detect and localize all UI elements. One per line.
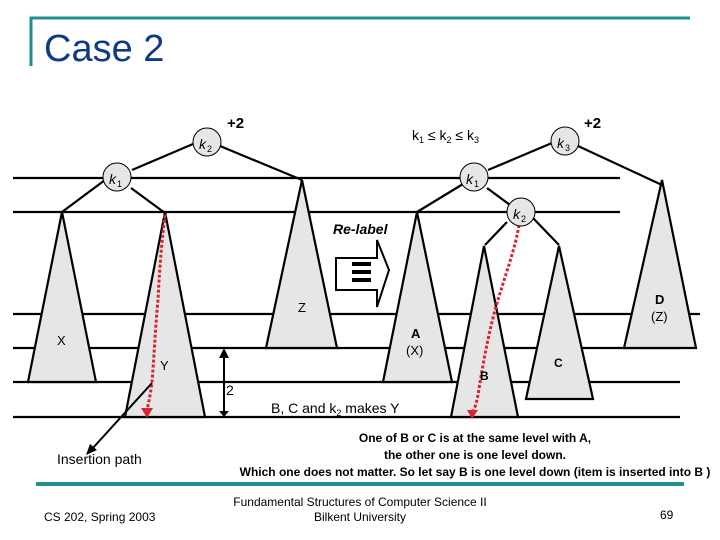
svg-text:1: 1 <box>474 179 479 189</box>
height-marker-up-arrow <box>219 348 229 358</box>
note-line-3: Which one does not matter. So let say B … <box>239 465 711 479</box>
explanation-note: One of B or C is at the same level with … <box>230 430 720 481</box>
insertion-path-label: Insertion path <box>57 451 142 467</box>
subtree-z-label: Z <box>298 300 306 315</box>
footer-course: CS 202, Spring 2003 <box>44 510 156 524</box>
relabel-label: Re-label <box>333 221 389 237</box>
equivalence-icon <box>352 262 371 282</box>
svg-text:k: k <box>466 171 474 187</box>
svg-text:1: 1 <box>117 179 122 189</box>
subtree-a <box>381 211 454 384</box>
insertion-path-arrowhead <box>141 408 153 418</box>
footer-course-title: Fundamental Structures of Computer Scien… <box>233 495 487 509</box>
svg-text:k: k <box>199 136 207 152</box>
before-edges <box>61 142 303 214</box>
note-line-2: the other one is one level down. <box>383 448 567 462</box>
slide-title: Case 2 <box>44 28 165 70</box>
insertion-path-before <box>145 214 167 411</box>
page-number: 69 <box>660 508 674 522</box>
subtree-x <box>26 211 98 384</box>
insertion-pointer-arrowhead <box>86 444 97 455</box>
balance-before: +2 <box>227 115 244 132</box>
subtree-c <box>524 245 595 401</box>
subtree-a-label: A <box>411 326 421 341</box>
subtree-d-label: D <box>655 292 664 307</box>
svg-text:2: 2 <box>207 144 212 154</box>
subtree-b <box>449 245 520 419</box>
node-k1-before: k 1 <box>102 162 132 192</box>
subtree-x-label: X <box>57 333 66 348</box>
svg-text:k: k <box>557 135 565 151</box>
subtree-c-label: C <box>554 356 563 370</box>
subtree-z <box>264 179 339 350</box>
height-marker-down-arrow <box>219 411 229 417</box>
node-k2-before: k 2 <box>192 127 222 157</box>
svg-text:k: k <box>109 171 117 187</box>
insertion-path-after <box>471 224 521 413</box>
height-marker-label: 2 <box>226 382 234 398</box>
insertion-pointer-line <box>91 382 153 450</box>
insertion-path-after-arrowhead <box>467 410 478 419</box>
level-lines <box>13 176 700 419</box>
node-k3-after: k 3 <box>550 126 580 156</box>
svg-text:3: 3 <box>565 143 570 153</box>
note-line-1: One of B or C is at the same level with … <box>358 431 592 445</box>
after-edges <box>416 141 663 246</box>
node-k1-after: k 1 <box>459 162 489 192</box>
subtree-a-sublabel: (X) <box>406 343 423 358</box>
balance-after: +2 <box>584 115 601 132</box>
subtree-y <box>123 211 207 419</box>
node-k2-after: k 2 <box>506 197 536 227</box>
subtree-d <box>622 179 698 350</box>
subtree-b-label: B <box>480 369 489 383</box>
footer-university: Bilkent University <box>313 510 407 524</box>
subtree-d-sublabel: (Z) <box>651 309 668 324</box>
svg-text:k: k <box>513 206 521 222</box>
subtree-y-label: Y <box>160 358 169 373</box>
svg-text:2: 2 <box>521 214 526 224</box>
footer-center: Fundamental Structures of Computer Scien… <box>200 495 520 525</box>
after-caption: B, C and k2 makes Y <box>271 400 400 418</box>
key-relation: k1 ≤ k2 ≤ k3 <box>412 127 479 145</box>
